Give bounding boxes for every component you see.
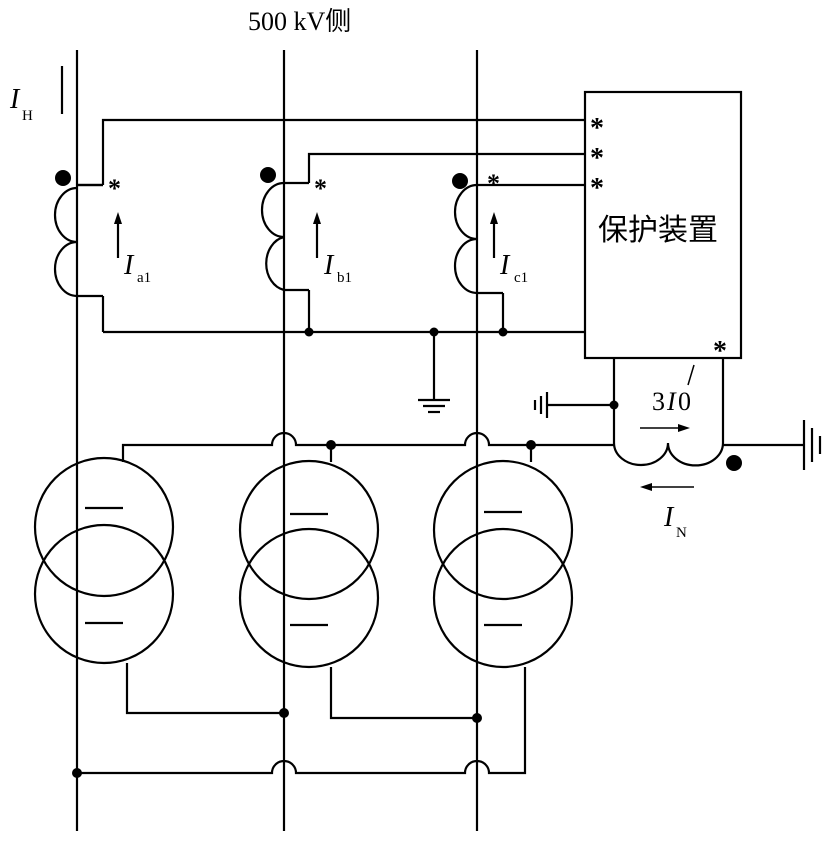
junction-dot xyxy=(498,327,508,337)
in-sub-label: N xyxy=(676,525,687,541)
zero-seq-arrowhead xyxy=(678,424,690,432)
side-title: 500 kV侧 xyxy=(248,7,351,36)
junction-dot xyxy=(472,713,482,723)
phase-c-current-arrowhead xyxy=(490,212,498,224)
box-star-bottom: * xyxy=(713,336,727,367)
phase-a-current-arrowhead xyxy=(114,212,122,224)
junction-dot xyxy=(304,327,314,337)
in-label: I xyxy=(663,502,675,533)
zero-seq-leader xyxy=(687,364,695,386)
ib1-sub-label: b1 xyxy=(337,270,352,286)
phase-c-polarity-dot xyxy=(452,173,468,189)
neutral-ct-polarity-dot xyxy=(726,455,742,471)
junction-dot xyxy=(279,708,289,718)
ic1-sub-label: c1 xyxy=(514,270,528,286)
phase-c-ct xyxy=(453,183,503,295)
delta-c-a-wire xyxy=(77,667,527,775)
phase-c-transformer xyxy=(432,459,574,669)
box-star-3: * xyxy=(590,173,604,204)
in-arrowhead xyxy=(640,483,652,491)
phase-b-polarity-dot xyxy=(260,167,276,183)
delta-b-c-wire xyxy=(329,667,477,720)
phase-b-ct-star: * xyxy=(314,174,327,203)
box-star-2: * xyxy=(590,143,604,174)
phase-a-polarity-dot xyxy=(55,170,71,186)
zero-seq-suffix: 0 xyxy=(678,387,691,416)
phase-c-ct-star: * xyxy=(487,169,500,198)
ia1-label: I xyxy=(123,250,135,281)
phase-a-signal-wire xyxy=(101,118,585,185)
protection-device-label: 保护装置 xyxy=(598,213,718,248)
neutral-ground-symbol xyxy=(802,420,822,470)
ic1-label: I xyxy=(499,250,511,281)
neutral-ct-ground-symbol xyxy=(533,392,614,418)
ib1-label: I xyxy=(323,250,335,281)
phase-a-transformer xyxy=(33,456,175,665)
delta-a-b-wire xyxy=(125,663,284,715)
phase-b-transformer xyxy=(238,459,380,669)
ia1-sub-label: a1 xyxy=(137,270,151,286)
ih-sub-label: H xyxy=(22,108,33,124)
phase-a-ct xyxy=(53,183,103,298)
neutral-bus-line xyxy=(121,431,614,462)
ih-label: I xyxy=(9,84,21,115)
ct-ground-symbol xyxy=(418,332,450,414)
protection-device-box xyxy=(583,90,743,360)
junction-dot xyxy=(72,768,82,778)
phase-b-current-arrowhead xyxy=(313,212,321,224)
box-star-1: * xyxy=(590,113,604,144)
zero-seq-prefix: 3 xyxy=(652,387,665,416)
neutral-ct-coil xyxy=(612,442,725,467)
phase-b-ct xyxy=(260,181,309,292)
phase-a-ct-star: * xyxy=(108,174,121,203)
phase-b-signal-wire xyxy=(307,152,585,183)
zero-seq-i: I xyxy=(666,387,677,416)
